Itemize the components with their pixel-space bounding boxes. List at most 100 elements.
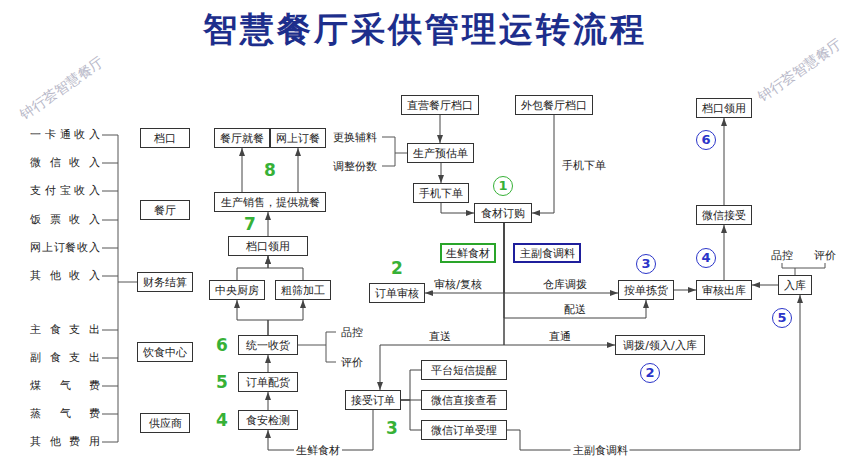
side-item: 支付宝收入	[30, 184, 100, 197]
flow-connector	[440, 115, 441, 143]
edge-label: 直通	[547, 330, 573, 343]
process-box: 食安检测	[238, 410, 298, 430]
process-box: 手机下单	[413, 183, 469, 203]
callout-number: 4	[696, 248, 716, 268]
callout-number: 2	[391, 259, 403, 277]
process-box: 按单拣货	[618, 280, 674, 300]
callout-number: 2	[640, 363, 660, 383]
side-item: 其他收入	[30, 269, 100, 282]
process-box: 饮食中心	[137, 342, 193, 362]
flow-connector	[724, 118, 725, 205]
process-box: 调拨/领入/入库	[615, 335, 705, 355]
flow-connector	[237, 300, 268, 335]
edge-label: 生鲜食材	[294, 444, 342, 457]
leader-label: 评价	[341, 356, 363, 369]
box-label: 订单审核	[375, 287, 419, 300]
side-item: 网上订餐收入	[30, 241, 100, 254]
flow-connector	[504, 223, 615, 345]
box-label: 档口领用	[702, 102, 746, 115]
flow-connector	[268, 300, 303, 335]
process-box: 直营餐厅档口	[401, 95, 479, 115]
box-label: 主副食调料	[520, 247, 575, 260]
leader-label: 评价	[814, 249, 836, 262]
callout-number: 5	[216, 373, 228, 391]
leader-label: 品控	[341, 326, 363, 339]
process-box: 生产预估单	[407, 143, 474, 163]
flow-connector	[504, 223, 618, 293]
box-label: 食安检测	[246, 414, 290, 427]
side-item: 其他费用	[30, 435, 100, 448]
process-box: 财务结算	[137, 272, 193, 292]
flow-connector	[441, 163, 442, 183]
box-label: 食材订购	[481, 207, 525, 220]
box-label: 生鲜食材	[446, 247, 490, 260]
flow-connector	[380, 223, 504, 390]
legend-box: 生鲜食材	[440, 243, 496, 263]
flow-connector	[532, 115, 554, 213]
box-label: 手机下单	[419, 187, 463, 200]
flow-connector	[441, 203, 474, 213]
edge-label: 主副食调料	[571, 444, 630, 457]
callout-number: 8	[264, 161, 276, 179]
callout-number: 6	[696, 130, 716, 150]
process-box: 供应商	[140, 413, 190, 433]
process-box: 档口	[140, 128, 190, 148]
side-item: 蒸气费	[30, 407, 100, 420]
process-box: 微信接受	[696, 205, 752, 225]
box-label: 微信接受	[702, 209, 746, 222]
flow-connector	[724, 225, 725, 280]
callout-number: 1	[493, 176, 513, 196]
finance-bracket	[102, 135, 137, 442]
leader-bracket	[298, 332, 336, 362]
flow-connector	[752, 285, 778, 286]
callout-number: 3	[386, 419, 398, 437]
process-box: 档口领用	[228, 236, 308, 256]
process-box: 入库	[778, 275, 812, 295]
box-label: 档口领用	[246, 240, 290, 253]
process-box: 粗筛加工	[275, 280, 331, 300]
leader-label: 品控	[771, 249, 793, 262]
box-label: 网上订餐	[276, 132, 320, 145]
flow-connector	[268, 392, 269, 410]
box-label: 微信直接查看	[431, 394, 497, 407]
box-label: 微信订单受理	[431, 424, 497, 437]
process-box: 审核出库	[696, 280, 752, 300]
box-label: 生产预估单	[413, 147, 468, 160]
box-label: 生产销售，提供就餐	[221, 196, 320, 209]
process-box: 生产销售，提供就餐	[214, 192, 326, 212]
box-label: 粗筛加工	[281, 284, 325, 297]
flow-connector	[504, 223, 646, 318]
process-box: 档口领用	[696, 98, 752, 118]
box-label: 审核出库	[702, 284, 746, 297]
edge-label: 直送	[427, 330, 453, 343]
flow-connector	[268, 212, 269, 236]
process-box: 统一收货	[238, 335, 298, 355]
flow-connector	[401, 370, 421, 400]
flow-connector	[268, 256, 303, 280]
legend-box: 主副食调料	[513, 243, 581, 263]
box-label: 档口	[154, 132, 176, 145]
side-item: 煤气费	[30, 379, 100, 392]
edge-label: 审核/复核	[432, 278, 484, 291]
side-item: 微信收入	[30, 156, 100, 169]
leader-label: 更换辅料	[333, 131, 377, 144]
process-box: 订单配货	[238, 372, 298, 392]
process-box: 平台短信提醒	[421, 360, 507, 380]
box-label: 供应商	[149, 417, 182, 430]
process-box: 外包餐厅档口	[515, 95, 593, 115]
process-box: 网上订餐	[270, 128, 326, 148]
flow-connector	[237, 256, 268, 280]
box-label: 餐厅	[154, 204, 176, 217]
side-item: 副食支出	[30, 351, 100, 364]
process-box: 微信订单受理	[421, 420, 507, 440]
box-label: 饮食中心	[143, 346, 187, 359]
watermark: 钟行荟智慧餐厅	[756, 37, 844, 104]
process-box: 微信直接查看	[421, 390, 507, 410]
process-box: 中央厨房	[209, 280, 265, 300]
flow-connector	[298, 148, 299, 192]
side-item: 主食支出	[30, 323, 100, 336]
callout-number: 6	[216, 336, 228, 354]
box-label: 按单拣货	[624, 284, 668, 297]
box-label: 调拨/领入/入库	[623, 339, 696, 352]
